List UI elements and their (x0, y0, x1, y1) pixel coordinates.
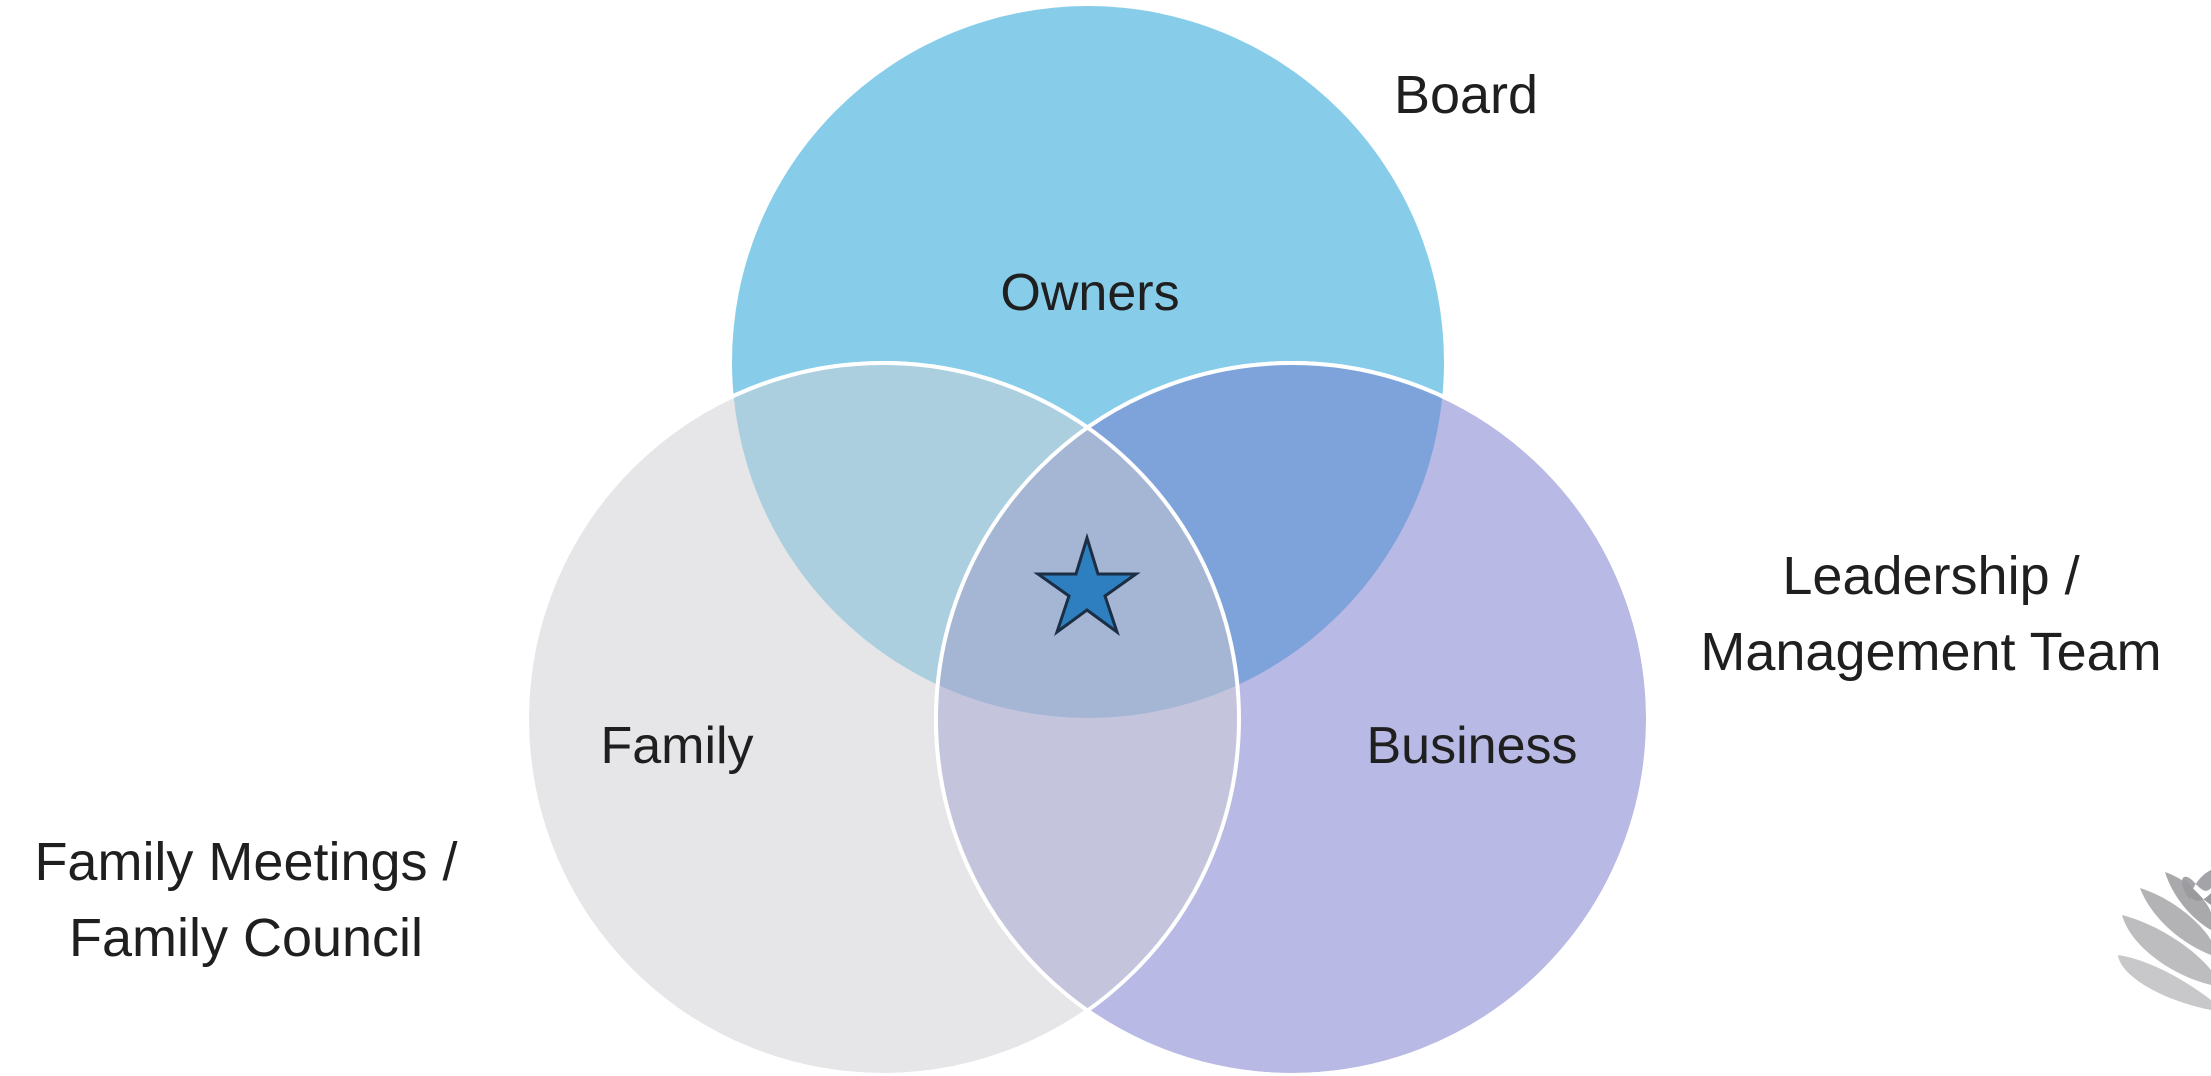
leaf-logo-icon (2118, 870, 2211, 1010)
family-label: Family (600, 717, 753, 775)
owners-label: Owners (1000, 264, 1179, 322)
business-circle-outline (934, 361, 1650, 1076)
family-circle-outline (525, 361, 1241, 1076)
board-label: Board (1394, 65, 1538, 125)
leadership-label-line2: Management Team (1700, 622, 2161, 682)
leadership-label-line1: Leadership / (1782, 546, 2079, 606)
family-meetings-label-line1: Family Meetings / (34, 832, 457, 892)
center-overlap (936, 363, 1239, 718)
family-meetings-label-line2: Family Council (69, 908, 423, 968)
business-label: Business (1367, 717, 1578, 775)
star-icon (1033, 532, 1141, 636)
